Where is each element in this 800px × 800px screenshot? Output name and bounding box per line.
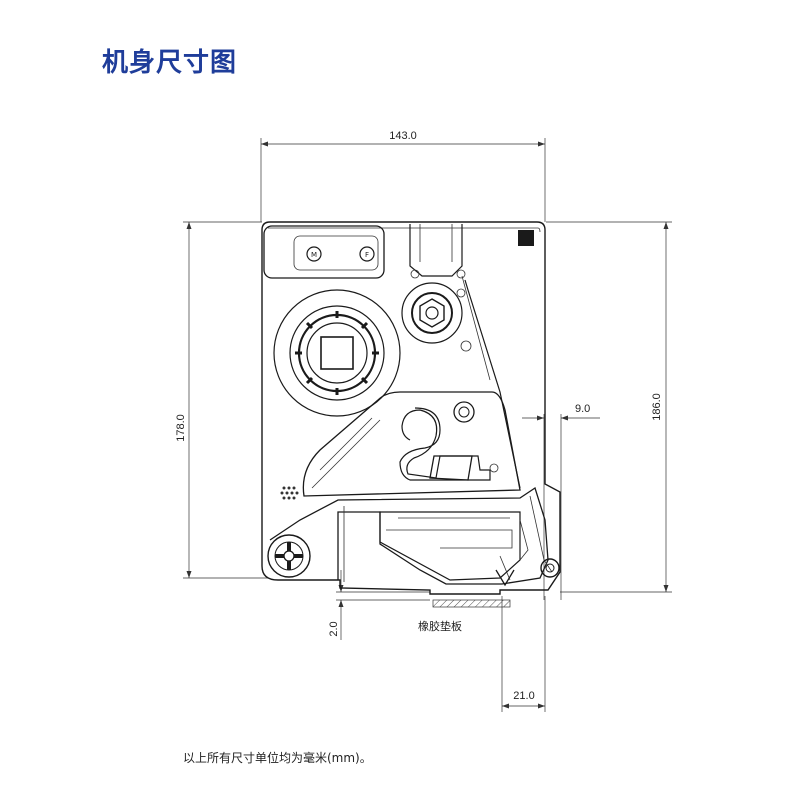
top-slot: [409, 224, 466, 279]
rubber-pad: 橡胶垫板: [418, 599, 511, 633]
svg-text:M: M: [311, 251, 317, 259]
ribbon-spool: [273, 289, 401, 417]
dimension-height-right: 186.0: [546, 221, 672, 593]
page-title: 机身尺寸图: [102, 48, 238, 78]
corner-marker-icon: [518, 230, 534, 246]
take-up-knob: [401, 282, 472, 352]
dimension-width-bottom: 21.0: [501, 596, 546, 712]
vent-icon: [280, 486, 299, 500]
control-panel: M F: [263, 225, 385, 279]
machine-body: M F: [261, 221, 561, 595]
dimension-gap-bottom: 2.0: [328, 570, 430, 640]
dimension-gap-bottom-label: 2.0: [328, 621, 340, 636]
dimension-width-top-label: 143.0: [389, 130, 417, 142]
feed-button-icon: [359, 246, 375, 262]
print-head-assembly: [302, 391, 521, 497]
units-footnote: 以上所有尺寸单位均为毫米(mm)。: [183, 751, 372, 765]
dimension-height-right-label: 186.0: [651, 393, 663, 421]
dimension-width-top: 143.0: [260, 130, 546, 222]
dimension-offset-right: 9.0: [522, 403, 600, 600]
dimension-height-left-label: 178.0: [175, 414, 187, 442]
dimension-offset-right-label: 9.0: [575, 403, 590, 415]
dimension-height-left: 178.0: [175, 221, 268, 579]
lower-guide: [269, 486, 553, 587]
dimension-width-bottom-label: 21.0: [513, 690, 534, 702]
power-button-icon: [306, 246, 322, 262]
rubber-pad-label: 橡胶垫板: [418, 619, 462, 633]
svg-text:F: F: [365, 251, 369, 259]
right-roller: [540, 558, 560, 578]
left-roller: [267, 534, 311, 578]
